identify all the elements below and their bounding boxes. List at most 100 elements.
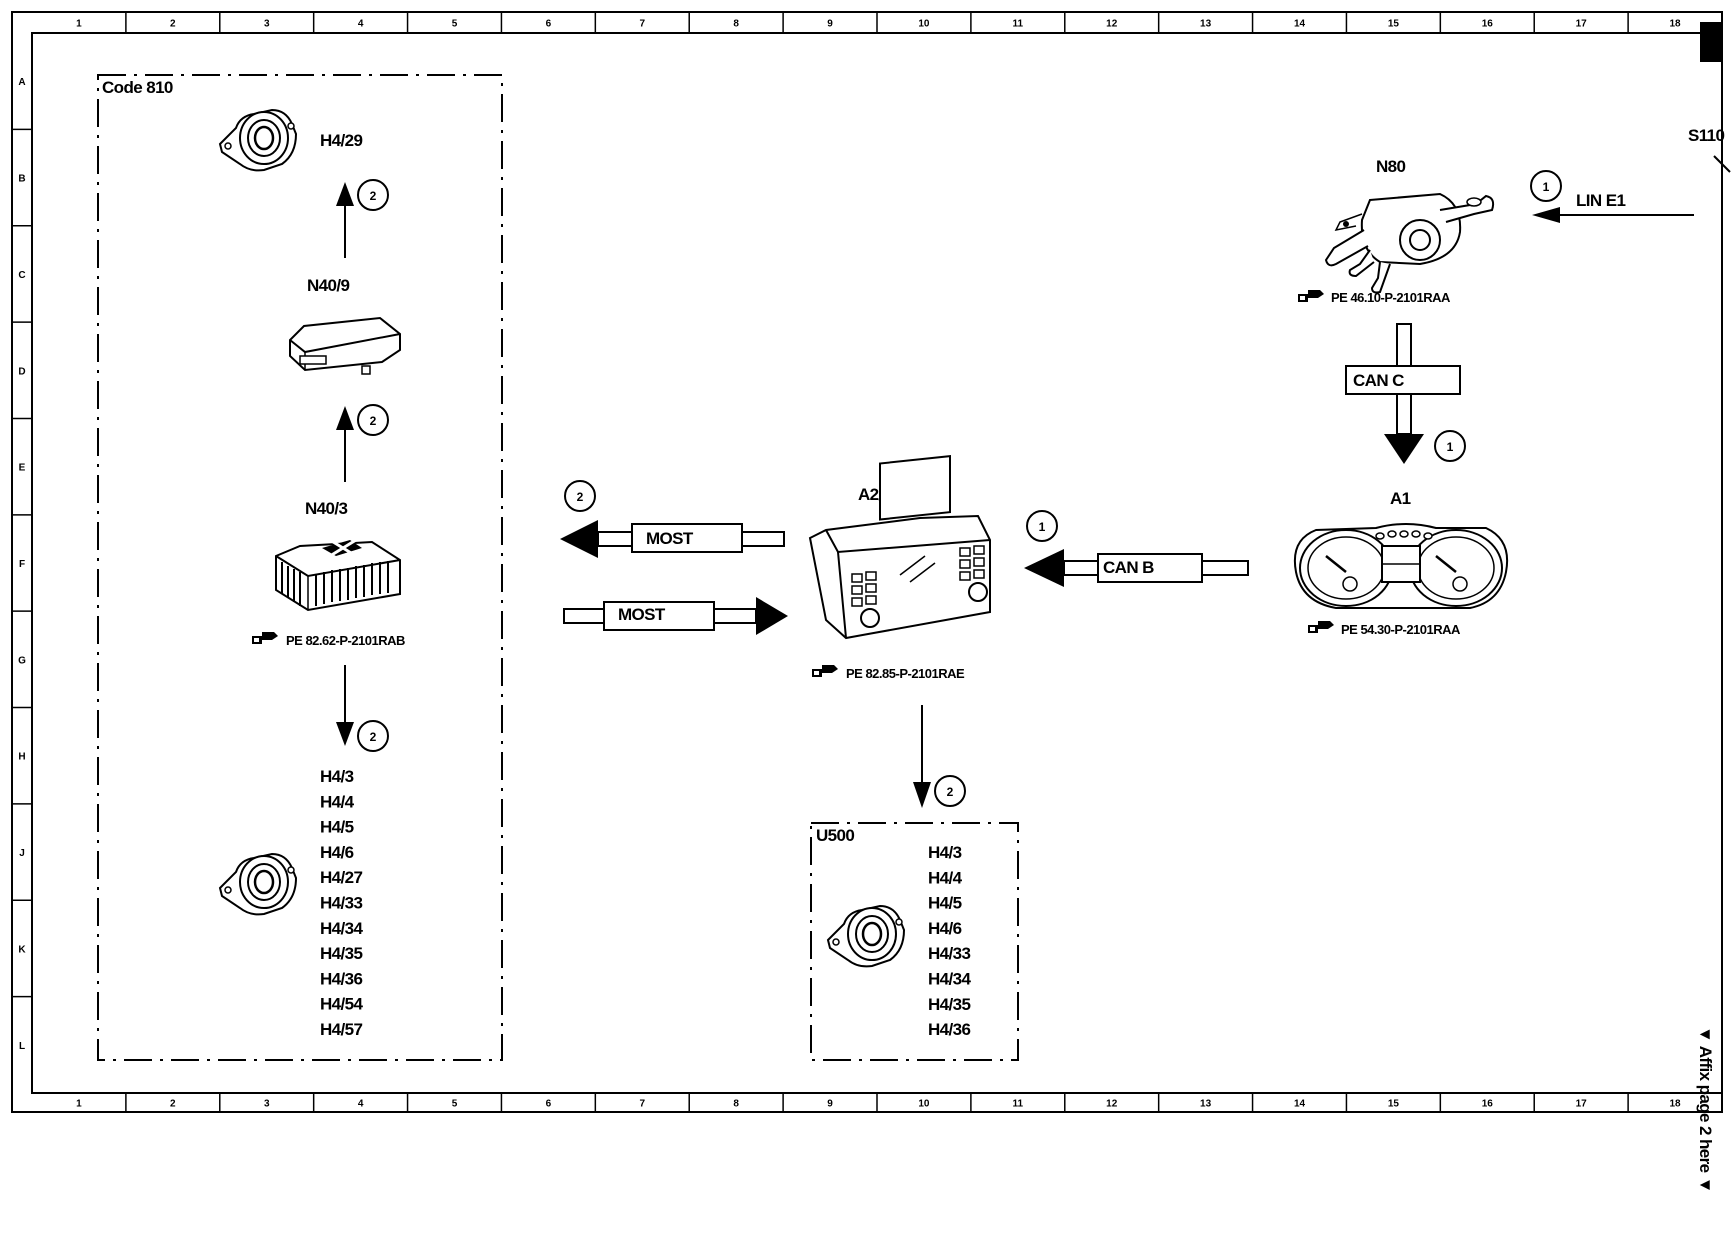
speaker-label: H4/33 [320, 894, 363, 913]
column-number: 15 [1388, 1099, 1400, 1110]
n40-9-label: N40/9 [307, 276, 350, 295]
speaker-label: H4/57 [320, 1020, 363, 1039]
column-number: 4 [358, 19, 364, 30]
n40-3-amplifier-icon [275, 538, 401, 612]
column-number: 6 [546, 19, 552, 30]
svg-text:1: 1 [1039, 520, 1046, 534]
n80-ref[interactable]: PE 46.10-P-2101RAA [1331, 290, 1452, 305]
arrow-a2-56-to-u500: 2 [913, 705, 966, 808]
column-number: 4 [358, 1099, 364, 1110]
u500-label: U500 [816, 826, 854, 845]
column-number: 12 [1106, 19, 1118, 30]
column-number: 16 [1482, 19, 1494, 30]
row-letter: B [18, 174, 25, 185]
row-letter: J [19, 848, 25, 859]
speaker-label: H4/35 [928, 995, 971, 1014]
column-number: 2 [170, 1099, 176, 1110]
column-number: 17 [1576, 19, 1588, 30]
column-number: 1 [76, 19, 82, 30]
row-letter: L [19, 1041, 25, 1052]
lin-e1-label: LIN E1 [1576, 191, 1625, 210]
speaker-list-left: H4/3H4/4H4/5H4/6H4/27H4/33H4/34H4/35H4/3… [320, 767, 364, 1039]
a1-ref-icon [1308, 621, 1334, 633]
column-number: 3 [264, 19, 270, 30]
speaker-label: H4/6 [320, 843, 354, 862]
svg-text:2: 2 [370, 189, 377, 203]
a2-56-ref[interactable]: PE 82.85-P-2101RAE [846, 666, 966, 681]
column-number: 18 [1669, 19, 1681, 30]
speaker-label: H4/54 [320, 995, 364, 1014]
a2-56-head-unit-icon [808, 455, 991, 640]
s110-continuation-label[interactable]: S110 [1688, 126, 1725, 145]
arrow-n40-3-to-n40-9: 2 [336, 404, 389, 482]
column-number: 7 [639, 1099, 645, 1110]
column-number: 17 [1576, 1099, 1588, 1110]
speaker-label: H4/4 [928, 868, 963, 887]
affix-page-note: ▼ Affix page 2 here ▼ [1696, 1026, 1715, 1193]
row-letter: A [18, 77, 25, 88]
column-number: 14 [1294, 19, 1306, 30]
n40-3-ref-icon [252, 632, 278, 644]
speaker-label: H4/36 [928, 1020, 971, 1039]
column-number: 10 [918, 19, 930, 30]
can-b-label: CAN B [1103, 558, 1154, 577]
svg-text:1: 1 [1543, 180, 1550, 194]
svg-text:2: 2 [577, 490, 584, 504]
column-number: 9 [827, 1099, 833, 1110]
svg-text:2: 2 [370, 730, 377, 744]
column-number: 16 [1482, 1099, 1494, 1110]
speaker-group-left-icon [218, 852, 298, 916]
speaker-label: H4/35 [320, 944, 363, 963]
speaker-label: H4/34 [320, 919, 364, 938]
column-number: 13 [1200, 1099, 1212, 1110]
most-in-label: MOST [618, 605, 666, 624]
speaker-label: H4/3 [320, 767, 354, 786]
s110-continuation-line [1713, 155, 1731, 173]
column-number: 5 [452, 19, 458, 30]
column-number: 1 [76, 1099, 82, 1110]
lin-e1-bus: LIN E1 1 [1530, 170, 1694, 223]
column-number: 13 [1200, 19, 1212, 30]
row-letter: H [18, 752, 25, 763]
row-letter: D [18, 366, 25, 377]
column-number: 3 [264, 1099, 270, 1110]
most-in-bus: MOST [563, 597, 788, 635]
a1-ref[interactable]: PE 54.30-P-2101RAA [1341, 622, 1462, 637]
speaker-h4-29-icon [218, 108, 298, 172]
row-letter: C [18, 270, 25, 281]
svg-text:2: 2 [370, 414, 377, 428]
row-letter: K [18, 944, 26, 955]
speaker-label: H4/6 [928, 919, 962, 938]
speaker-group-u500-icon [826, 904, 906, 968]
speaker-label: H4/4 [320, 792, 355, 811]
code810-label: Code 810 [102, 78, 173, 97]
arrow-n40-3-to-speakers: 2 [336, 665, 389, 752]
column-number: 8 [733, 19, 739, 30]
row-letter: F [19, 559, 25, 570]
speaker-label: H4/34 [928, 970, 972, 989]
can-c-bus: CAN C 1 [1345, 323, 1466, 464]
h4-29-label: H4/29 [320, 131, 363, 150]
column-number: 12 [1106, 1099, 1118, 1110]
column-number: 9 [827, 19, 833, 30]
most-out-bus: MOST 2 [560, 480, 785, 558]
a2-56-ref-icon [812, 665, 838, 677]
n40-3-ref[interactable]: PE 82.62-P-2101RAB [286, 633, 406, 648]
speaker-label: H4/5 [320, 818, 354, 837]
column-number: 11 [1013, 19, 1024, 30]
column-number: 11 [1013, 1099, 1024, 1110]
n80-label: N80 [1376, 157, 1406, 176]
u500-group-box [810, 822, 1019, 1061]
row-letter: E [19, 463, 26, 474]
can-b-bus: CAN B 1 [1024, 510, 1249, 587]
row-grid: A B C D E F G H J K L [12, 77, 32, 1052]
column-number: 10 [918, 1099, 930, 1110]
speaker-label: H4/33 [928, 944, 971, 963]
column-number: 2 [170, 19, 176, 30]
can-c-label: CAN C [1353, 371, 1404, 390]
row-letter: G [18, 655, 26, 666]
n40-3-label: N40/3 [305, 499, 348, 518]
